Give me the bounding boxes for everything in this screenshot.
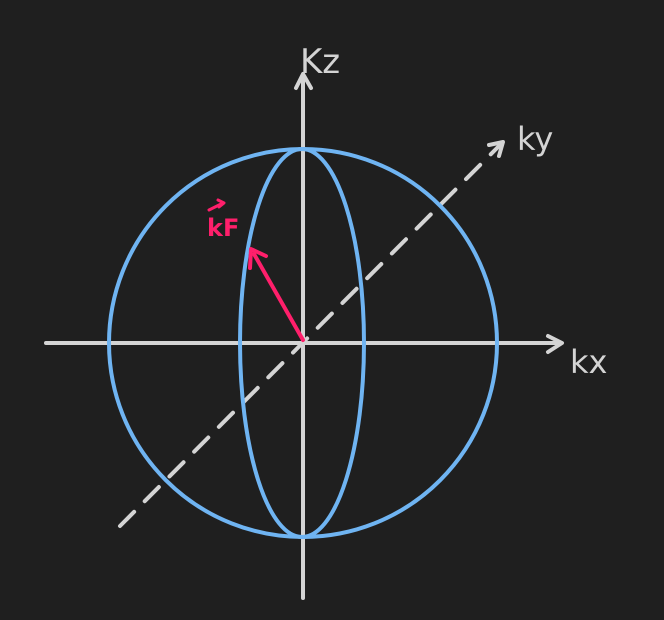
fermi-vector [248, 247, 305, 342]
kz-axis-arrowhead [294, 72, 313, 90]
ky-axis-line [118, 143, 502, 528]
kx-label: kx [570, 343, 607, 381]
fermi-vector-line [252, 252, 305, 342]
ky-axis [118, 140, 505, 528]
kf-label: kF [207, 214, 239, 242]
kf-vector-arrow-glyph [207, 198, 226, 212]
fermi-sphere-meridian [238, 147, 366, 539]
kz-label: Kz [300, 42, 340, 82]
kx-axis-arrowhead [546, 334, 564, 354]
kf-label-group: kF [207, 198, 239, 242]
fermi-vector-arrowhead [248, 247, 268, 270]
ky-label: ky [517, 120, 553, 158]
ky-axis-arrowhead [487, 140, 505, 158]
kz-axis [294, 72, 313, 600]
